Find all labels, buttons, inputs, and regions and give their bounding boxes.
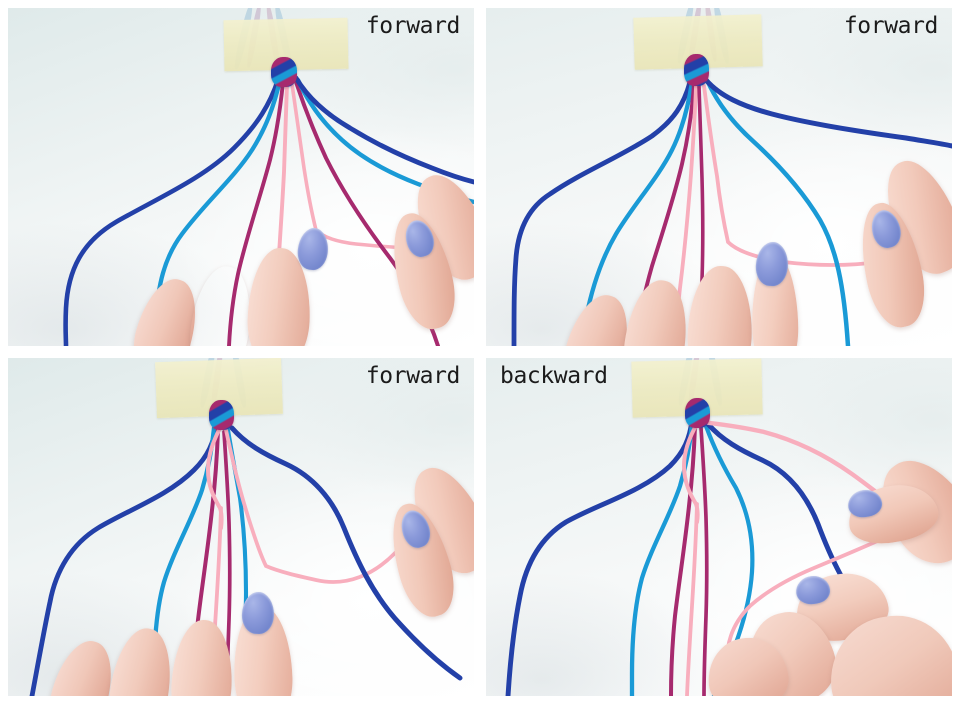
thread-illustration	[511, 77, 952, 346]
thread-illustration	[63, 75, 474, 346]
bracelet-knot	[209, 400, 234, 430]
step-label-1: forward	[365, 13, 461, 39]
photo-panel-4: backward	[486, 358, 952, 696]
step-label-2: forward	[843, 13, 939, 39]
step-label-3: forward	[365, 363, 461, 389]
photo-panel-2: forward	[486, 8, 952, 346]
bracelet-knot	[685, 398, 710, 428]
photo-panel-3: forward	[8, 358, 474, 696]
bracelet-knot	[684, 54, 709, 86]
photo-panel-1: forward	[8, 8, 474, 346]
thread-illustration	[29, 423, 463, 696]
bracelet-knot	[271, 57, 297, 87]
thread-illustration	[505, 417, 941, 696]
step-label-4: backward	[500, 363, 608, 389]
panel-grid: forward	[8, 8, 952, 696]
